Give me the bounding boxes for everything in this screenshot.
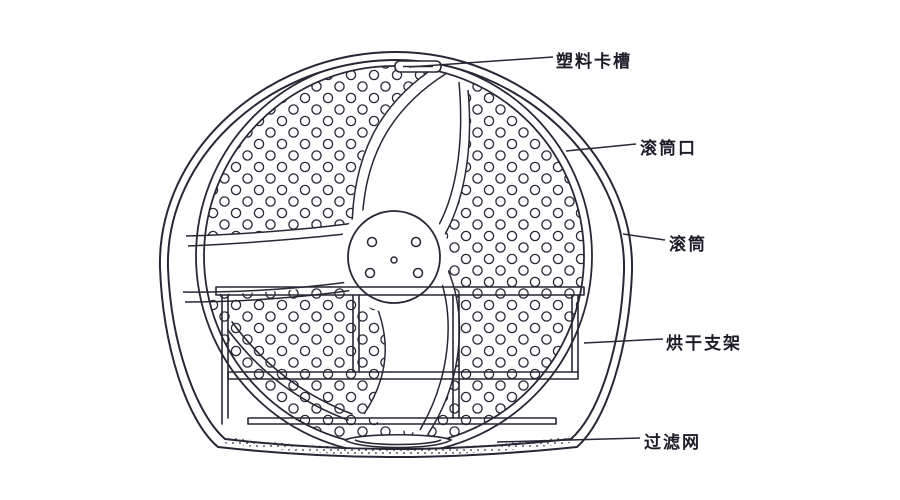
hub-bolt <box>364 267 376 279</box>
rim-outer-circle <box>195 60 593 449</box>
rack-mid-rail <box>227 371 579 380</box>
rack-right-inner-post <box>452 294 460 419</box>
swirl-spoke-left <box>182 222 370 295</box>
label-drum-opening: 滚筒口 <box>640 139 697 158</box>
rack-left-post <box>221 294 229 425</box>
bottom-seal-stipple <box>222 436 576 455</box>
rack-curved-brace <box>227 321 353 421</box>
hub-bolt-center <box>390 256 398 264</box>
swirl-divider-lines <box>182 65 471 435</box>
filter-outline <box>343 433 453 449</box>
rack-top-rail <box>215 286 585 296</box>
leader-line-drum <box>622 233 666 241</box>
label-drying-rack: 烘干支架 <box>666 334 742 353</box>
drying-rack <box>215 286 585 425</box>
divider-top-right <box>443 89 471 237</box>
divider-top-right-inner <box>435 81 462 231</box>
divider-top-left-inner <box>361 72 448 233</box>
hub-bolt <box>366 236 378 248</box>
leader-line-drying-rack <box>583 338 664 344</box>
label-filter-mesh: 过滤网 <box>644 433 701 452</box>
rack-right-post <box>571 294 579 373</box>
drum-shell-outer-line <box>158 50 634 459</box>
rack-bottom-rail <box>247 417 557 425</box>
divider-bottom-right-inner <box>419 271 449 431</box>
rack-center-post <box>352 294 360 373</box>
divider-left-upper <box>185 221 361 237</box>
label-plastic-slot: 塑料卡槽 <box>556 52 632 71</box>
divider-left-lower-inner <box>184 287 367 303</box>
label-drum: 滚筒 <box>669 235 707 254</box>
divider-left-lower <box>182 279 363 293</box>
leader-line-drum-opening <box>565 143 637 152</box>
divider-top-left <box>351 65 438 233</box>
filter-inner-line <box>354 439 442 446</box>
leader-lines <box>408 56 666 443</box>
leader-line-filter-mesh <box>496 437 641 443</box>
swirl-spoke-top <box>351 66 470 239</box>
hub-bolt <box>410 236 422 248</box>
lint-filter <box>343 433 453 449</box>
hub-bolt <box>412 267 424 279</box>
hub-bolts <box>364 236 424 279</box>
leader-line-plastic-slot <box>408 56 554 68</box>
drum-hub <box>338 201 450 313</box>
